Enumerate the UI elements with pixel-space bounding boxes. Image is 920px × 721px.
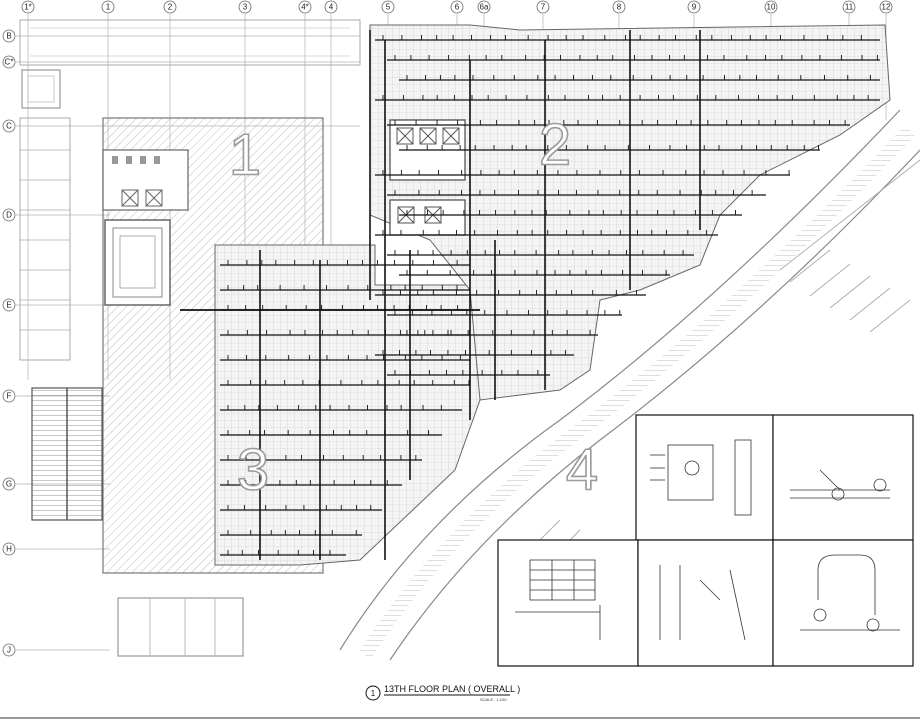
- grid-bubble-row-Cstar: C*: [2, 55, 16, 69]
- detail-panel-c: [497, 539, 639, 667]
- grid-col-label: 11: [845, 3, 854, 12]
- zone-label-3: 3: [237, 438, 269, 503]
- zone-labels: 1 2 3 4: [228, 112, 599, 504]
- grid-col-label: 6a: [480, 3, 489, 12]
- grid-bubble-row-D: D: [2, 208, 16, 222]
- row-grid-bubbles: B C* C D E F G H J: [2, 29, 16, 657]
- grid-bubble-row-B: B: [2, 29, 16, 43]
- detail-panel-e: [772, 539, 914, 667]
- grid-col-label: 2: [168, 3, 173, 12]
- detail-panel-b: [772, 414, 914, 541]
- grid-col-label: 3: [243, 3, 248, 12]
- grid-col-label: 12: [882, 3, 891, 12]
- grid-bubble-col-3: 3: [238, 0, 252, 14]
- grid-col-label: 10: [767, 3, 776, 12]
- grid-bubble-row-E: E: [2, 298, 16, 312]
- detail-sketches: [515, 439, 900, 641]
- bottom-left-rooms: [117, 597, 244, 657]
- drawing-scale: SCALE : 1:100: [480, 697, 507, 702]
- sprinkler-piping: [180, 30, 880, 560]
- grid-bubble-col-7: 7: [536, 0, 550, 14]
- grid-row-label: C*: [5, 58, 14, 67]
- detail-panels: [497, 414, 914, 667]
- grid-bubble-col-6a: 6a: [477, 0, 491, 14]
- grid-bubble-col-2: 2: [163, 0, 177, 14]
- grid-bubble-col-4: 4: [324, 0, 338, 14]
- grid-row-label: J: [7, 646, 11, 655]
- grid-row-label: B: [6, 32, 11, 41]
- grid-row-label: D: [6, 211, 12, 220]
- grid-bubble-col-1star: 1*: [21, 0, 35, 14]
- grid-bubble-row-F: F: [2, 389, 16, 403]
- grid-bubble-col-8: 8: [612, 0, 626, 14]
- top-corridor: [19, 19, 361, 66]
- curved-ramp: [339, 109, 901, 651]
- pool-core: [104, 219, 171, 306]
- grid-bubble-col-9: 9: [687, 0, 701, 14]
- grid-bubble-row-C: C: [2, 119, 16, 133]
- grid-row-label: E: [6, 301, 11, 310]
- grid-bubble-col-4star: 4*: [298, 0, 312, 14]
- grid-bubble-row-H: H: [2, 542, 16, 556]
- grid-row-label: C: [6, 122, 12, 131]
- skylight-box: [21, 69, 61, 109]
- grid-bubble-col-10: 10: [764, 0, 778, 14]
- grid-col-label: 7: [541, 3, 546, 12]
- grid-bubble-col-6: 6: [450, 0, 464, 14]
- grid-bubble-row-J: J: [2, 643, 16, 657]
- grid-bubble-row-G: G: [2, 477, 16, 491]
- grid-row-label: G: [6, 480, 12, 489]
- grid-col-label: 6: [455, 3, 460, 12]
- grid-bubble-col-1: 1: [101, 0, 115, 14]
- grid-col-label: 1*: [24, 3, 32, 12]
- grid-col-label: 1: [106, 3, 111, 12]
- tiled-ceiling-zone-3: [214, 244, 481, 566]
- grid-col-label: 9: [692, 3, 697, 12]
- view-number-bubble: [365, 685, 381, 701]
- grid-col-label: 8: [617, 3, 622, 12]
- grid-bubble-col-5: 5: [381, 0, 395, 14]
- zone-label-2: 2: [539, 113, 571, 178]
- drawing-title-block: 1 13TH FLOOR PLAN ( OVERALL ) SCALE : 1:…: [365, 684, 520, 702]
- detail-panel-d: [637, 539, 774, 667]
- grid-bubble-col-11: 11: [842, 0, 856, 14]
- view-number: 1: [371, 689, 376, 698]
- zone-label-1: 1: [229, 123, 261, 188]
- left-wing-outline: [19, 117, 71, 361]
- drawing-title: 13TH FLOOR PLAN ( OVERALL ): [384, 684, 520, 694]
- grid-col-label: 4*: [301, 3, 309, 12]
- detail-panel-a: [635, 414, 774, 541]
- grid-bubble-col-12: 12: [879, 0, 893, 14]
- grid-row-label: H: [6, 545, 12, 554]
- zone-label-4: 4: [566, 438, 598, 503]
- grid-col-label: 4: [329, 3, 334, 12]
- grid-row-label: F: [7, 392, 12, 401]
- grid-col-label: 5: [386, 3, 391, 12]
